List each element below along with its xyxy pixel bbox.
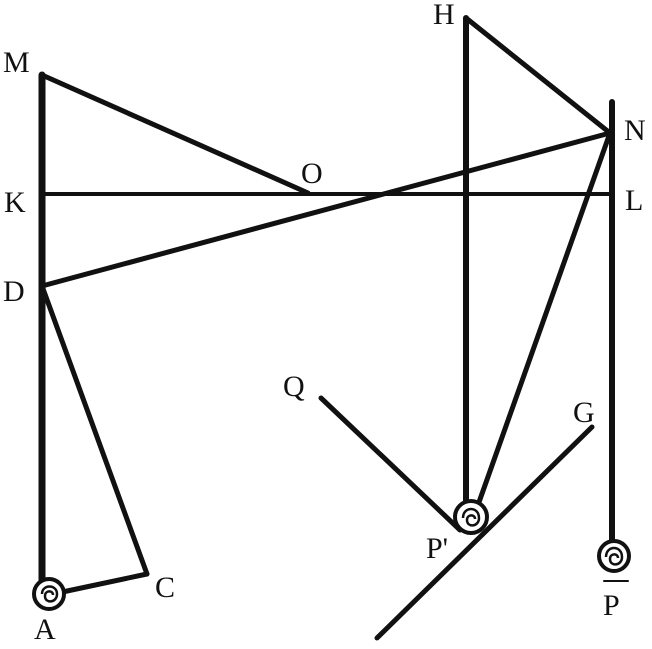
- label-g: G: [573, 396, 595, 429]
- pivot-a: [32, 577, 66, 611]
- pivot-a-coil-icon: [40, 585, 59, 603]
- pivot-p-prime-coil-icon: [461, 507, 481, 527]
- label-l: L: [625, 184, 643, 217]
- label-m: M: [3, 46, 30, 79]
- pivot-p-bar-circle: [597, 539, 631, 573]
- label-c: C: [155, 571, 175, 604]
- segment-dc: [39, 283, 150, 577]
- label-k: K: [4, 186, 26, 219]
- pivot-p-prime-circle: [453, 499, 489, 535]
- label-p-prime: P': [426, 532, 448, 565]
- segment-g-ground: [374, 424, 595, 641]
- pivot-a-circle: [32, 577, 66, 611]
- label-o: O: [301, 157, 323, 190]
- segment-mo: [39, 72, 311, 196]
- pivot-p-bar-coil-icon: [604, 546, 624, 566]
- label-p-bar: P: [603, 589, 620, 622]
- segment-dn: [39, 130, 613, 289]
- segment-n-p-prime: [475, 130, 613, 508]
- segment-q-p-prime: [318, 395, 463, 533]
- pivot-p-bar: [597, 539, 631, 573]
- segment-ac: [50, 571, 150, 597]
- segment-hn: [463, 15, 613, 136]
- pivot-p-prime: [453, 499, 489, 535]
- label-a: A: [34, 613, 56, 646]
- label-q: Q: [283, 370, 305, 403]
- label-d: D: [3, 275, 25, 308]
- label-n: N: [624, 114, 646, 147]
- label-h: H: [433, 0, 455, 31]
